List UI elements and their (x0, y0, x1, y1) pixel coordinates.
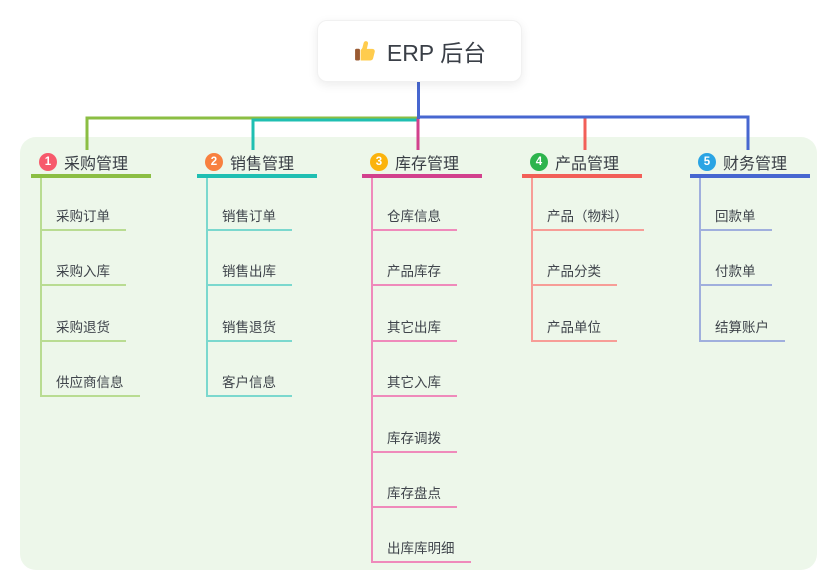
child-topic[interactable]: 其它入库 (371, 373, 457, 398)
root-node[interactable]: ERP 后台 (317, 20, 522, 82)
child-topic[interactable]: 产品库存 (371, 262, 457, 287)
child-topic[interactable]: 仓库信息 (371, 207, 457, 231)
branches-background-panel (20, 137, 817, 570)
number-badge: 5 (698, 153, 716, 171)
child-topic[interactable]: 采购入库 (40, 262, 126, 287)
child-topic[interactable]: 结算账户 (699, 318, 785, 342)
branch-node-财务管理[interactable]: 5 财务管理 (690, 150, 810, 178)
branch-trunk-line (371, 178, 373, 562)
branch-trunk-line (531, 178, 533, 340)
child-topic[interactable]: 库存盘点 (371, 484, 457, 508)
child-topic[interactable]: 回款单 (699, 207, 772, 231)
child-topic[interactable]: 产品分类 (531, 262, 617, 287)
branch-trunk-line (40, 178, 42, 396)
branch-label: 库存管理 (395, 156, 460, 173)
root-node-label: ERP 后台 (386, 40, 487, 66)
child-topic[interactable]: 库存调拨 (371, 429, 457, 453)
branch-node-库存管理[interactable]: 3 库存管理 (362, 150, 482, 178)
child-topic[interactable]: 销售出库 (206, 262, 292, 287)
branch-trunk-line (699, 178, 701, 340)
child-topic[interactable]: 产品单位 (531, 318, 617, 342)
child-topic[interactable]: 采购订单 (40, 207, 126, 231)
branch-label: 财务管理 (723, 156, 788, 173)
number-badge: 2 (205, 153, 223, 171)
child-topic[interactable]: 其它出库 (371, 318, 457, 342)
branch-label: 销售管理 (230, 156, 295, 173)
child-topic[interactable]: 销售退货 (206, 318, 292, 342)
child-topic[interactable]: 销售订单 (206, 207, 292, 231)
child-topic[interactable]: 客户信息 (206, 373, 292, 398)
child-topic[interactable]: 付款单 (699, 262, 772, 287)
thumbs-up-icon (354, 40, 375, 61)
child-topic[interactable]: 出库库明细 (371, 539, 471, 564)
branch-node-采购管理[interactable]: 1 采购管理 (31, 150, 151, 178)
branch-trunk-line (206, 178, 208, 396)
branch-node-产品管理[interactable]: 4 产品管理 (522, 150, 642, 178)
number-badge: 3 (370, 153, 388, 171)
child-topic[interactable]: 供应商信息 (40, 373, 140, 398)
number-badge: 1 (39, 153, 57, 171)
branch-node-销售管理[interactable]: 2 销售管理 (197, 150, 317, 178)
branch-label: 产品管理 (555, 156, 620, 173)
branch-label: 采购管理 (64, 156, 129, 173)
number-badge: 4 (530, 153, 548, 171)
child-topic[interactable]: 产品（物料） (531, 207, 644, 231)
child-topic[interactable]: 采购退货 (40, 318, 126, 342)
